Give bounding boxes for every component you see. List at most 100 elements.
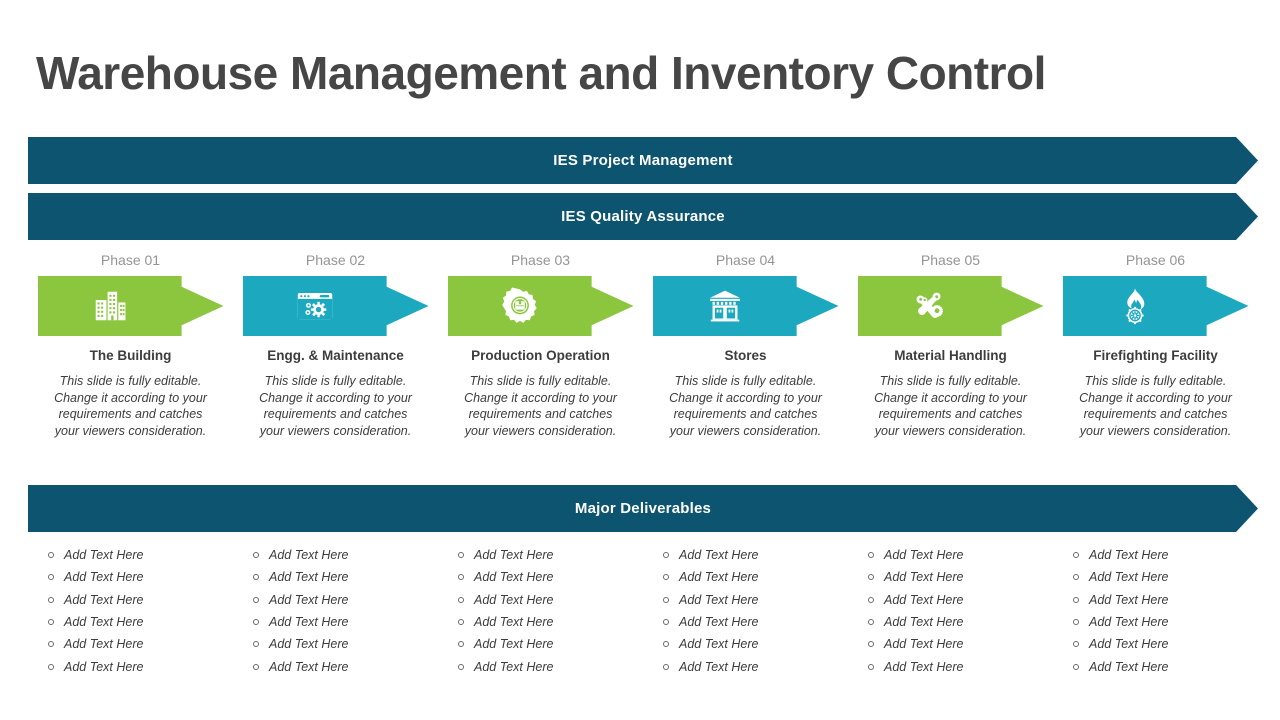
phase-arrow-2[interactable] [242, 276, 429, 336]
list-item[interactable]: Add Text Here [868, 544, 1053, 566]
bullet-circle-icon [1073, 641, 1079, 648]
list-item[interactable]: Add Text Here [458, 655, 643, 677]
phase-label: Phase 03 [510, 252, 571, 268]
list-item[interactable]: Add Text Here [48, 544, 233, 566]
list-item[interactable]: Add Text Here [48, 611, 233, 633]
list-item[interactable]: Add Text Here [458, 589, 643, 611]
list-item[interactable]: Add Text Here [1073, 566, 1258, 588]
bullet-circle-icon [458, 574, 464, 581]
phase-title: Material Handling [894, 348, 1007, 363]
bullet-circle-icon [48, 596, 54, 603]
list-item[interactable]: Add Text Here [1073, 544, 1258, 566]
list-item-label: Add Text Here [269, 637, 349, 652]
list-item[interactable]: Add Text Here [663, 589, 848, 611]
list-item-label: Add Text Here [679, 637, 759, 652]
list-item[interactable]: Add Text Here [868, 655, 1053, 677]
bullet-circle-icon [253, 596, 259, 603]
phase-arrow-6[interactable] [1062, 276, 1249, 336]
list-item-label: Add Text Here [64, 659, 144, 674]
phase-column-6: Phase 06 [1053, 252, 1258, 439]
list-item[interactable]: Add Text Here [48, 633, 233, 655]
phase-arrow-5[interactable] [857, 276, 1044, 336]
list-item[interactable]: Add Text Here [253, 633, 438, 655]
list-item-label: Add Text Here [64, 615, 144, 630]
list-item[interactable]: Add Text Here [48, 655, 233, 677]
list-item-label: Add Text Here [474, 615, 554, 630]
phase-arrow-3[interactable] [447, 276, 634, 336]
list-item-label: Add Text Here [269, 570, 349, 585]
banner-ies-quality-assurance[interactable]: IES Quality Assurance [28, 193, 1258, 240]
list-item-label: Add Text Here [1089, 592, 1169, 607]
list-item[interactable]: Add Text Here [253, 611, 438, 633]
banner-label: Major Deliverables [574, 500, 712, 517]
phase-label: Phase 01 [100, 252, 161, 268]
list-item[interactable]: Add Text Here [663, 544, 848, 566]
bullet-circle-icon [1073, 619, 1079, 626]
banner-ies-project-management[interactable]: IES Project Management [28, 137, 1258, 184]
list-item-label: Add Text Here [1089, 548, 1169, 563]
list-item[interactable]: Add Text Here [458, 566, 643, 588]
banner-label: IES Project Management [553, 152, 733, 169]
list-item[interactable]: Add Text Here [1073, 589, 1258, 611]
bullet-circle-icon [458, 596, 464, 603]
bullet-circle-icon [663, 619, 669, 626]
list-item-label: Add Text Here [679, 659, 759, 674]
list-item[interactable]: Add Text Here [868, 633, 1053, 655]
list-item[interactable]: Add Text Here [458, 611, 643, 633]
list-item[interactable]: Add Text Here [458, 633, 643, 655]
list-item[interactable]: Add Text Here [48, 566, 233, 588]
phase-arrow-4[interactable] [652, 276, 839, 336]
list-item[interactable]: Add Text Here [458, 544, 643, 566]
list-item[interactable]: Add Text Here [253, 566, 438, 588]
list-item-label: Add Text Here [1089, 615, 1169, 630]
list-item[interactable]: Add Text Here [253, 544, 438, 566]
bullet-circle-icon [48, 619, 54, 626]
bullet-circle-icon [1073, 663, 1079, 670]
list-item-label: Add Text Here [679, 570, 759, 585]
flame-sprinkler-icon [1115, 286, 1155, 326]
bullet-circle-icon [458, 619, 464, 626]
list-item[interactable]: Add Text Here [1073, 655, 1258, 677]
banner-major-deliverables[interactable]: Major Deliverables [28, 485, 1258, 532]
bullet-circle-icon [458, 552, 464, 559]
list-item[interactable]: Add Text Here [1073, 633, 1258, 655]
list-item[interactable]: Add Text Here [253, 655, 438, 677]
warehouse-building-icon [705, 286, 745, 326]
list-item-label: Add Text Here [884, 637, 964, 652]
list-item[interactable]: Add Text Here [868, 611, 1053, 633]
office-buildings-icon [90, 286, 130, 326]
page-title: Warehouse Management and Inventory Contr… [36, 47, 1046, 99]
phase-arrow-1[interactable] [37, 276, 224, 336]
list-item[interactable]: Add Text Here [868, 589, 1053, 611]
bullet-circle-icon [458, 641, 464, 648]
list-item[interactable]: Add Text Here [868, 566, 1053, 588]
list-item[interactable]: Add Text Here [48, 589, 233, 611]
bullet-circle-icon [663, 663, 669, 670]
list-item-label: Add Text Here [474, 592, 554, 607]
list-item[interactable]: Add Text Here [1073, 611, 1258, 633]
list-item[interactable]: Add Text Here [663, 633, 848, 655]
list-item-label: Add Text Here [679, 592, 759, 607]
list-item[interactable]: Add Text Here [663, 655, 848, 677]
list-item-label: Add Text Here [64, 548, 144, 563]
list-item-label: Add Text Here [474, 659, 554, 674]
list-item-label: Add Text Here [884, 615, 964, 630]
list-item-label: Add Text Here [64, 592, 144, 607]
list-item[interactable]: Add Text Here [663, 611, 848, 633]
list-item[interactable]: Add Text Here [663, 566, 848, 588]
bullet-circle-icon [868, 596, 874, 603]
list-item-label: Add Text Here [884, 659, 964, 674]
phase-title: Production Operation [471, 348, 610, 363]
phase-description: This slide is fully editable. Change it … [259, 374, 412, 438]
phase-description: This slide is fully editable. Change it … [874, 374, 1027, 438]
list-item-label: Add Text Here [1089, 637, 1169, 652]
list-item-label: Add Text Here [64, 570, 144, 585]
bullet-circle-icon [868, 641, 874, 648]
list-item[interactable]: Add Text Here [253, 589, 438, 611]
